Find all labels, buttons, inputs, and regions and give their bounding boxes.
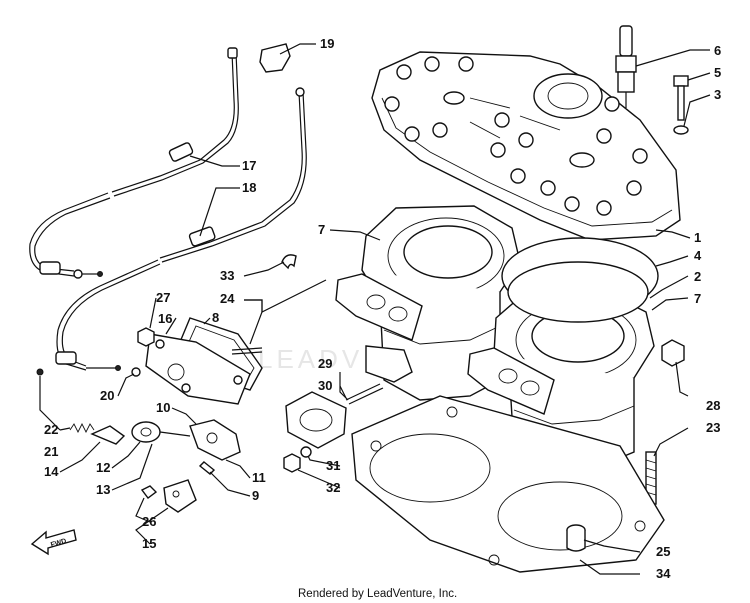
callout-8: 34 — [656, 566, 671, 581]
pulley-13 — [131, 421, 161, 443]
throttle-cable-18 — [29, 47, 239, 279]
callout-28: 27 — [156, 290, 170, 305]
callout-30: 29 — [318, 356, 332, 371]
callout-13: 12 — [96, 460, 110, 475]
callout-16: 15 — [142, 536, 156, 551]
washer — [673, 125, 689, 135]
callout-6: 6 — [714, 43, 721, 58]
callout-26: 25 — [656, 544, 670, 559]
render-credit: Rendered by LeadVenture, Inc. — [298, 588, 457, 600]
cable-clip — [259, 43, 291, 73]
exhaust-cover-upper — [365, 345, 413, 383]
screw-10 — [198, 461, 216, 475]
callout-31: 30 — [318, 378, 332, 393]
exhaust-flange-lower — [467, 347, 555, 415]
screw-23 — [36, 368, 44, 376]
callout-14: 13 — [96, 482, 110, 497]
forward-direction-marker: FWD — [30, 529, 77, 556]
stud-nut — [283, 453, 301, 473]
pump-stud-25 — [231, 347, 263, 355]
callout-32: 31 — [326, 458, 340, 473]
exhaust-flange-upper — [335, 273, 423, 341]
callout-17: 16 — [158, 311, 172, 326]
pump-plate — [145, 333, 251, 405]
fwd-label: FWD — [50, 538, 67, 549]
hose-34 — [281, 254, 297, 270]
bracket-16 — [163, 479, 197, 513]
screw-27 — [140, 485, 158, 499]
exhaust-stud — [345, 383, 384, 405]
callout-25: 24 — [220, 291, 235, 306]
stud-washer — [300, 446, 312, 458]
cylinder-gasket-ring — [507, 261, 649, 323]
flange-nut — [661, 339, 685, 367]
callout-3: 3 — [714, 87, 721, 102]
base-gasket — [351, 395, 665, 573]
callout-7-upper: 7 — [318, 222, 325, 237]
callout-24: 23 — [706, 420, 720, 435]
callout-19: 18 — [242, 180, 256, 195]
callout-20: 19 — [320, 36, 334, 51]
leader-lines — [39, 43, 711, 575]
callout-29: 28 — [706, 398, 720, 413]
pump-body-12 — [189, 419, 241, 461]
exhaust-gasket — [285, 391, 347, 449]
callout-7-lower: 7 — [694, 291, 701, 306]
callout-labels: 19 6 5 3 17 18 7 1 4 2 7 33 24 27 16 8 2… — [44, 36, 721, 581]
callout-10: 9 — [252, 488, 259, 503]
callout-12: 11 — [252, 470, 266, 485]
callout-18: 17 — [242, 158, 256, 173]
lever-15 — [90, 425, 126, 445]
callout-21: 20 — [100, 388, 114, 403]
callout-22: 21 — [44, 444, 58, 459]
spark-plug — [615, 25, 637, 108]
nut-28 — [137, 327, 155, 347]
callout-15: 14 — [44, 464, 59, 479]
callout-34: 33 — [220, 268, 234, 283]
callout-11: 10 — [156, 400, 170, 415]
callout-27: 26 — [142, 514, 156, 529]
callout-5: 5 — [714, 65, 721, 80]
shaft-11 — [159, 431, 191, 437]
callout-4: 4 — [694, 248, 702, 263]
throttle-cable-19 — [55, 87, 307, 371]
head-bolt — [673, 75, 689, 121]
callout-9: 8 — [212, 310, 219, 325]
spring-22 — [69, 422, 95, 434]
callout-1: 1 — [694, 230, 701, 245]
callout-33: 32 — [326, 480, 340, 495]
cylinder-head — [371, 51, 681, 241]
callout-2: 2 — [694, 269, 701, 284]
callout-23: 22 — [44, 422, 58, 437]
dowel-pin — [566, 524, 586, 552]
